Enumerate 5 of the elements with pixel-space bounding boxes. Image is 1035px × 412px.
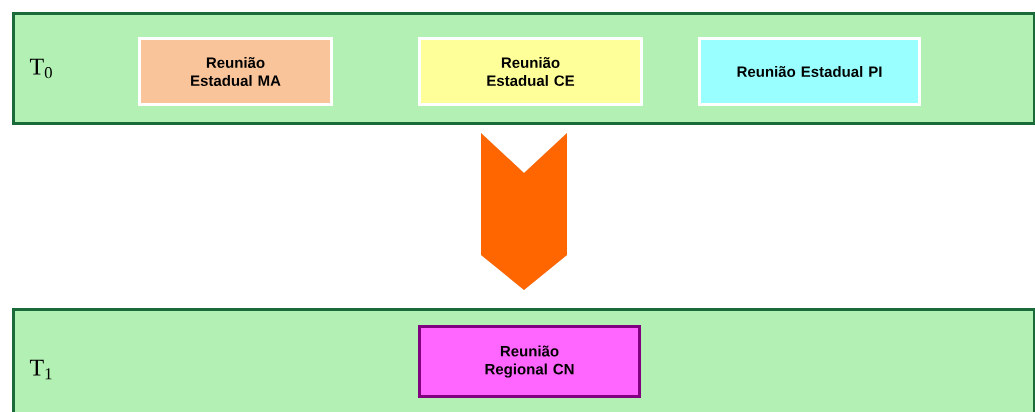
meeting-box: Reunião Estadual MA	[138, 37, 333, 106]
meeting-box: Reunião Regional CN	[418, 325, 641, 398]
chevron-arrow	[481, 133, 567, 290]
meeting-box: Reunião Estadual CE	[418, 37, 643, 106]
meeting-box: Reunião Estadual PI	[698, 37, 921, 106]
